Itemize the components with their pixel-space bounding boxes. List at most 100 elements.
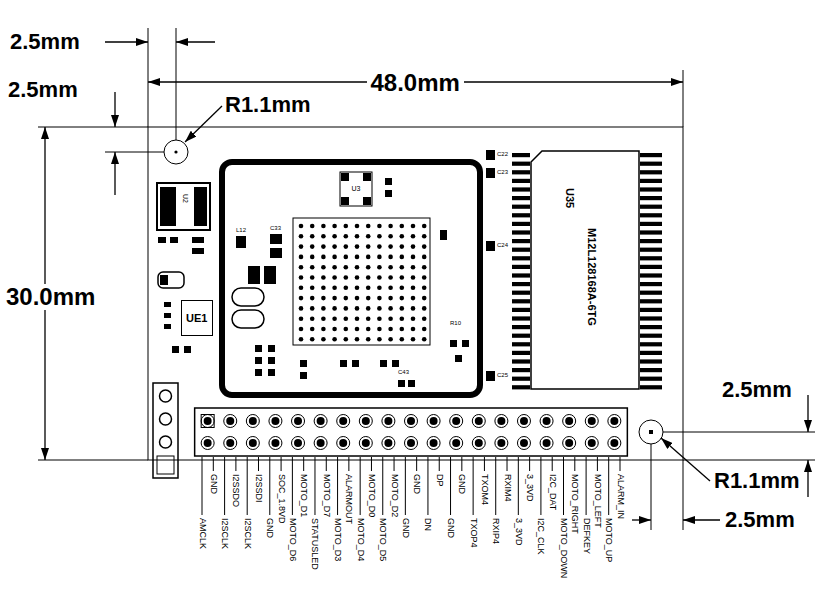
pin-ring — [585, 415, 598, 428]
solder-ball — [400, 224, 405, 229]
pin-ring — [495, 437, 508, 450]
pad — [363, 173, 371, 181]
solder-ball — [377, 224, 382, 229]
solder-ball — [400, 296, 405, 301]
pin-ring — [337, 415, 350, 428]
pad — [192, 248, 204, 254]
solder-ball — [422, 296, 427, 301]
pad — [462, 340, 469, 347]
chip-pin — [640, 342, 662, 346]
pad — [236, 236, 246, 248]
chip-outline — [530, 150, 640, 390]
chip-pin — [512, 265, 530, 269]
pad — [172, 346, 179, 353]
pin-pad — [497, 417, 505, 425]
pin-ring — [517, 415, 530, 428]
chip-pin — [512, 222, 530, 226]
solder-ball — [388, 224, 393, 229]
solder-ball — [344, 224, 349, 229]
pin-name: SOC_1.8VD — [277, 474, 286, 524]
solder-ball — [422, 234, 427, 239]
pin-pad — [249, 439, 257, 447]
chip-pin — [512, 170, 530, 174]
pad — [385, 190, 392, 197]
extension-lines — [38, 28, 815, 530]
pad — [392, 360, 399, 367]
chip-pin — [640, 153, 662, 157]
solder-ball — [355, 337, 360, 342]
solder-ball — [366, 255, 371, 260]
solder-ball — [377, 286, 382, 291]
pad — [486, 168, 495, 178]
chip-pin — [640, 299, 662, 303]
leader-line — [439, 457, 440, 471]
solder-ball — [299, 255, 304, 260]
pin-ring — [517, 437, 530, 450]
pin-pad — [271, 439, 279, 447]
pad — [170, 237, 178, 243]
chip-pin — [640, 170, 662, 174]
pad — [268, 357, 275, 364]
solder-ball — [411, 275, 416, 280]
leader-line — [563, 457, 564, 515]
pin-name: MOTO_D3 — [333, 518, 342, 561]
chip-pin — [640, 230, 662, 234]
pin-pad — [497, 439, 505, 447]
pin-name: MOTO_D6 — [288, 518, 297, 561]
extension-line — [683, 70, 684, 127]
part-designator: U3 — [352, 185, 361, 193]
solder-ball — [411, 296, 416, 301]
chip-pin — [512, 248, 530, 252]
solder-ball — [321, 316, 326, 321]
dimension-label: R1.1mm — [225, 93, 311, 117]
pin-pad — [610, 439, 618, 447]
bga-outline — [293, 218, 430, 345]
connector-pin — [160, 390, 172, 402]
pad — [408, 380, 415, 387]
solder-ball — [422, 275, 427, 280]
pin-pad — [588, 439, 596, 447]
pin-pad — [588, 417, 596, 425]
connector-pin — [160, 413, 172, 425]
pin-ring — [608, 437, 621, 450]
solder-ball — [388, 296, 393, 301]
pin-ring — [540, 415, 553, 428]
pad — [300, 372, 307, 379]
solder-ball — [411, 286, 416, 291]
chip-pin — [640, 325, 662, 329]
solder-ball — [332, 265, 337, 270]
dimension-label: 30.0mm — [2, 284, 99, 310]
extension-line — [663, 432, 815, 433]
generated-art — [195, 153, 662, 515]
pin-ring — [540, 437, 553, 450]
pad — [380, 360, 387, 367]
pin-pad — [475, 417, 483, 425]
solder-ball — [366, 337, 371, 342]
solder-ball — [366, 316, 371, 321]
part-label: UE1 — [186, 312, 207, 324]
pin-pad — [362, 439, 370, 447]
pad — [363, 197, 371, 205]
dimension-arrow — [176, 41, 215, 42]
pin-pad — [610, 417, 618, 425]
pin-pad — [339, 417, 347, 425]
pin-ring — [269, 437, 282, 450]
chip-pin — [512, 325, 530, 329]
pin-ring — [585, 437, 598, 450]
pin-ring — [359, 437, 372, 450]
solder-ball — [344, 286, 349, 291]
leader-line — [303, 457, 304, 471]
pin-name: MOTO_D7 — [322, 474, 331, 517]
pin-name: RXIP4 — [491, 518, 500, 544]
leader-line — [360, 457, 361, 515]
pin-name: GND — [457, 474, 466, 494]
pad — [455, 355, 462, 362]
pin-ring — [405, 415, 418, 428]
regulator-outline — [157, 183, 210, 230]
pin-pad — [294, 417, 302, 425]
leader-line — [337, 457, 338, 515]
solder-ball — [377, 337, 382, 342]
solder-ball — [299, 224, 304, 229]
solder-ball — [321, 275, 326, 280]
